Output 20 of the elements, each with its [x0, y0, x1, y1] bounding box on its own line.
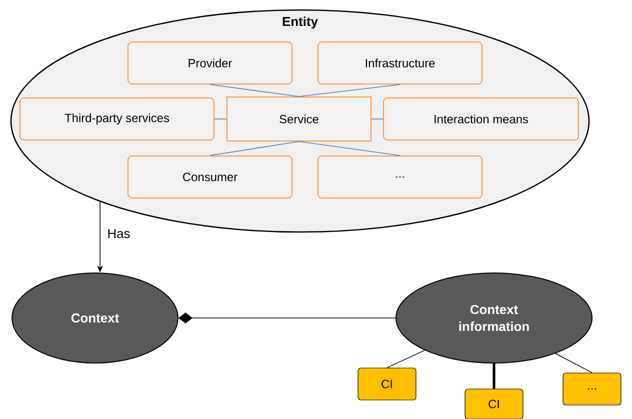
composition-line: [178, 312, 396, 324]
connector-line: [214, 118, 227, 120]
rounded-box: Third-party services: [20, 98, 214, 140]
info-box: ...: [562, 372, 622, 406]
rounded-box: Consumer: [128, 156, 292, 198]
connector-line: [298, 141, 400, 156]
rounded-box: Interaction means: [383, 98, 579, 140]
rounded-box: ...: [318, 156, 482, 198]
edge-label: Has: [106, 228, 132, 240]
info-box: CI: [464, 388, 524, 419]
rounded-box: Provider: [128, 42, 292, 84]
connector-line: [492, 364, 496, 389]
rounded-box: Infrastructure: [318, 42, 482, 84]
connector-line: [210, 141, 300, 156]
info-box: CI: [358, 368, 416, 400]
connector-line: [555, 353, 592, 374]
service-box: Service: [226, 96, 372, 142]
connector-line: [386, 350, 426, 368]
connector-line: [371, 118, 384, 120]
connector-line: [210, 84, 300, 97]
